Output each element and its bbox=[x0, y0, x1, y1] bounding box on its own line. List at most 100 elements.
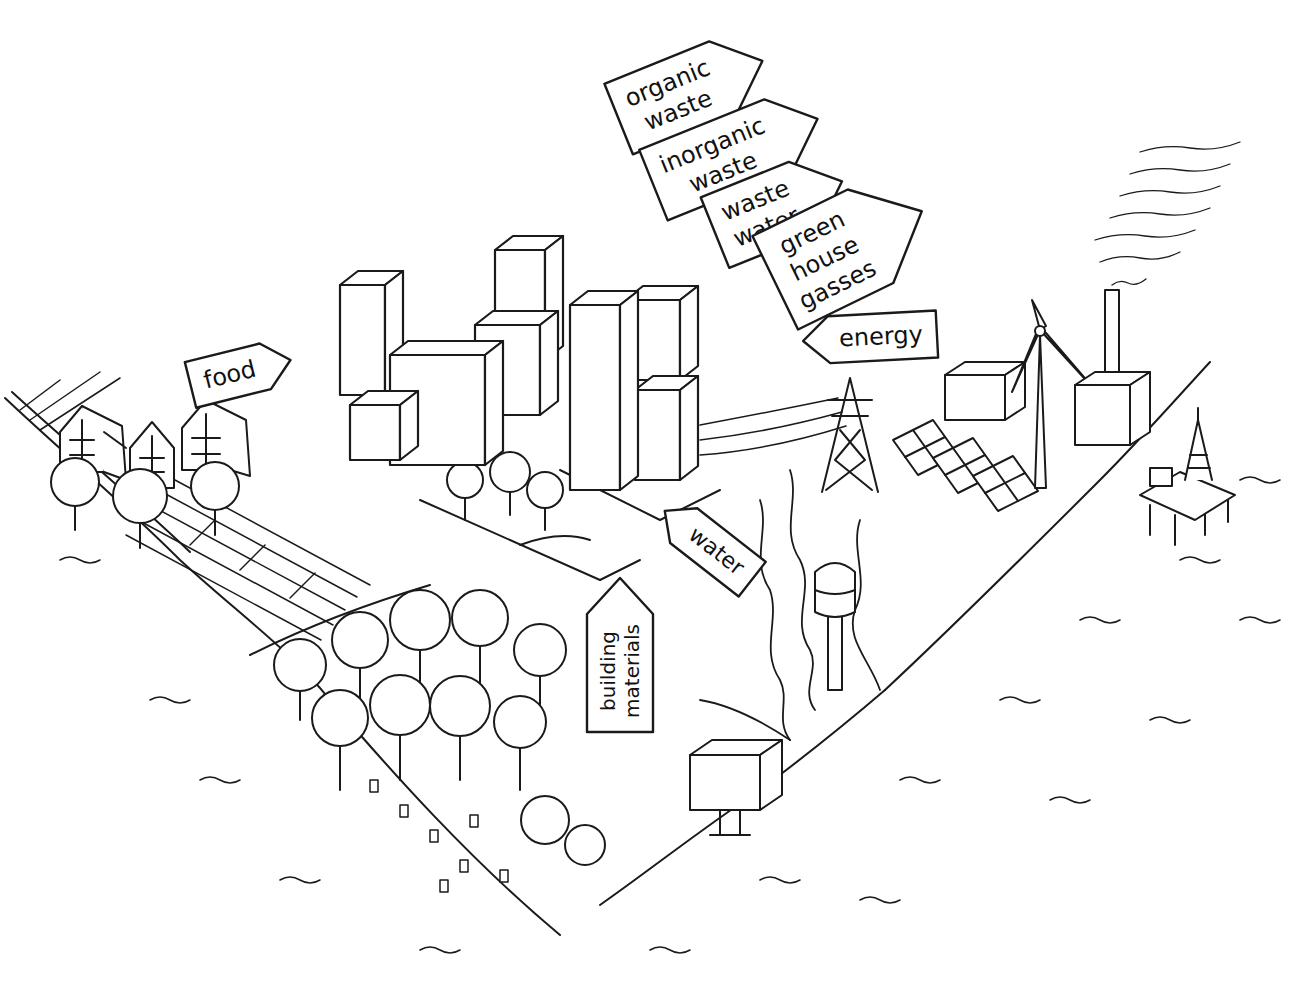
tree-stumps bbox=[440, 880, 448, 892]
smoke bbox=[1110, 208, 1210, 218]
city-buildings bbox=[390, 355, 485, 465]
forest bbox=[390, 590, 450, 650]
sea-waves bbox=[1180, 557, 1220, 563]
water-treatment-plant bbox=[710, 810, 750, 835]
farm-fields bbox=[290, 573, 315, 598]
tree-stumps bbox=[430, 830, 438, 842]
wind-turbine bbox=[1035, 335, 1046, 488]
farm-trees bbox=[51, 458, 99, 506]
forest bbox=[370, 675, 430, 735]
sea-waves bbox=[150, 697, 190, 703]
oil-platform bbox=[1140, 408, 1235, 545]
power-station bbox=[945, 375, 1005, 420]
sea-waves bbox=[1240, 617, 1280, 623]
farm-fields bbox=[150, 505, 345, 610]
smoke bbox=[1112, 279, 1146, 285]
farm-fields bbox=[20, 380, 60, 410]
oil-platform bbox=[1150, 468, 1172, 486]
farm-fields bbox=[138, 520, 333, 625]
sea-waves bbox=[1080, 617, 1120, 623]
farm-fields bbox=[240, 545, 265, 570]
flow-arrow: energy bbox=[802, 310, 938, 364]
sea-waves bbox=[1240, 477, 1280, 483]
flow-arrow: food bbox=[184, 337, 295, 408]
farm-trees bbox=[113, 469, 167, 523]
farm-trees bbox=[51, 458, 239, 548]
arrow-label-group: energy bbox=[838, 320, 923, 353]
power-pylon bbox=[822, 378, 878, 492]
water-treatment-plant bbox=[690, 755, 760, 810]
forest bbox=[312, 690, 368, 746]
city-buildings bbox=[485, 341, 503, 465]
wind-turbine bbox=[1035, 326, 1045, 336]
smoke bbox=[1120, 186, 1220, 196]
arrow-shape bbox=[587, 578, 653, 732]
sea-waves bbox=[650, 947, 690, 953]
water-treatment-plant bbox=[760, 740, 782, 810]
water-tower bbox=[815, 563, 855, 617]
tree-stumps bbox=[370, 780, 378, 792]
sea-waves bbox=[760, 877, 800, 883]
tree-stumps bbox=[370, 780, 508, 892]
power-lines bbox=[700, 426, 846, 455]
power-lines bbox=[700, 398, 846, 455]
river bbox=[760, 500, 790, 740]
farm-fields bbox=[126, 535, 321, 640]
farm-fields bbox=[162, 492, 357, 597]
river bbox=[700, 700, 790, 740]
forest bbox=[565, 825, 605, 865]
forest bbox=[430, 676, 490, 736]
arrow-shape bbox=[752, 165, 944, 330]
solar-panels bbox=[985, 466, 1025, 501]
city-buildings bbox=[635, 390, 680, 480]
farm-fields bbox=[190, 520, 215, 545]
solar-panels bbox=[893, 420, 1038, 511]
water-treatment-plant bbox=[690, 740, 782, 835]
flow-arrow: building materials bbox=[587, 578, 653, 732]
smoke bbox=[1130, 164, 1230, 174]
city-buildings bbox=[680, 376, 698, 480]
factory bbox=[1075, 290, 1150, 445]
arrow-label: energy bbox=[838, 320, 923, 353]
arrow-shape bbox=[184, 337, 295, 408]
sea-waves bbox=[200, 777, 240, 783]
tree-stumps bbox=[400, 805, 408, 817]
sea-waves bbox=[1150, 717, 1190, 723]
power-pylon bbox=[826, 430, 872, 490]
solar-panels bbox=[973, 456, 1038, 511]
farm-fields bbox=[20, 372, 370, 640]
tree-stumps bbox=[500, 870, 508, 882]
tree-stumps bbox=[470, 815, 478, 827]
forest bbox=[459, 730, 461, 780]
tree-stumps bbox=[460, 860, 468, 872]
oil-platform bbox=[1185, 420, 1212, 480]
oil-platform bbox=[1188, 408, 1210, 468]
coastline bbox=[12, 392, 190, 552]
city-buildings bbox=[680, 286, 698, 380]
smoke bbox=[1100, 252, 1180, 262]
smoke bbox=[1095, 230, 1195, 240]
city-trees bbox=[447, 462, 483, 498]
sea-waves bbox=[1000, 697, 1040, 703]
city-buildings bbox=[350, 405, 400, 460]
factory bbox=[1130, 372, 1150, 445]
greenhouses bbox=[192, 414, 220, 468]
water-tower bbox=[815, 563, 855, 690]
water-tower bbox=[815, 590, 855, 594]
forest bbox=[399, 730, 401, 780]
city-ground bbox=[520, 536, 590, 545]
smoke bbox=[1140, 142, 1240, 152]
power-pylon bbox=[822, 378, 878, 492]
sea-waves bbox=[60, 477, 1280, 953]
flow-arrow: water bbox=[651, 493, 766, 596]
forest bbox=[494, 696, 546, 748]
smoke bbox=[1095, 142, 1240, 285]
arrow-label-group: building materials bbox=[596, 624, 644, 718]
city-trees bbox=[527, 472, 563, 508]
power-lines bbox=[700, 412, 842, 440]
forest bbox=[521, 796, 569, 844]
city-trees bbox=[490, 452, 530, 492]
city-buildings bbox=[400, 391, 418, 460]
forest bbox=[274, 639, 326, 691]
arrow-shape bbox=[651, 493, 766, 596]
